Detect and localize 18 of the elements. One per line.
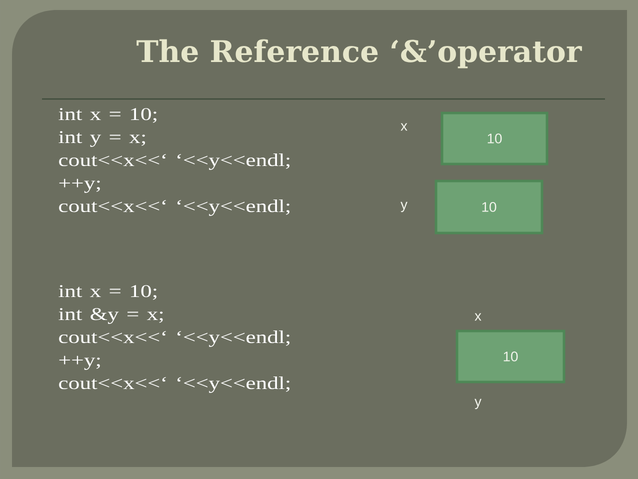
value-box: 10	[456, 330, 566, 384]
variable-label: y	[474, 398, 482, 410]
code-line: int x = 10;	[58, 285, 156, 300]
title: The Reference ‘&’operator	[136, 39, 582, 68]
code-line: ++y;	[59, 178, 100, 193]
value-box: 10	[434, 180, 544, 234]
variable-label: x	[400, 123, 408, 131]
variable-label: y	[400, 202, 408, 212]
code-line: int x = 10;	[58, 108, 156, 123]
code-line: cout<<x<<‘ ‘<<y<<endl;	[59, 154, 290, 170]
code-line: cout<<x<<‘ ‘<<y<<endl;	[59, 330, 290, 347]
code-line: int &y = x;	[58, 308, 163, 324]
code-line: ++y;	[59, 356, 100, 370]
code-line: int y = x;	[58, 131, 145, 147]
code-line: cout<<x<<‘ ‘<<y<<endl;	[59, 200, 290, 216]
code-line: cout<<x<<‘ ‘<<y<<endl;	[59, 376, 290, 393]
variable-label: x	[474, 313, 482, 321]
value-box: 10	[440, 112, 548, 166]
